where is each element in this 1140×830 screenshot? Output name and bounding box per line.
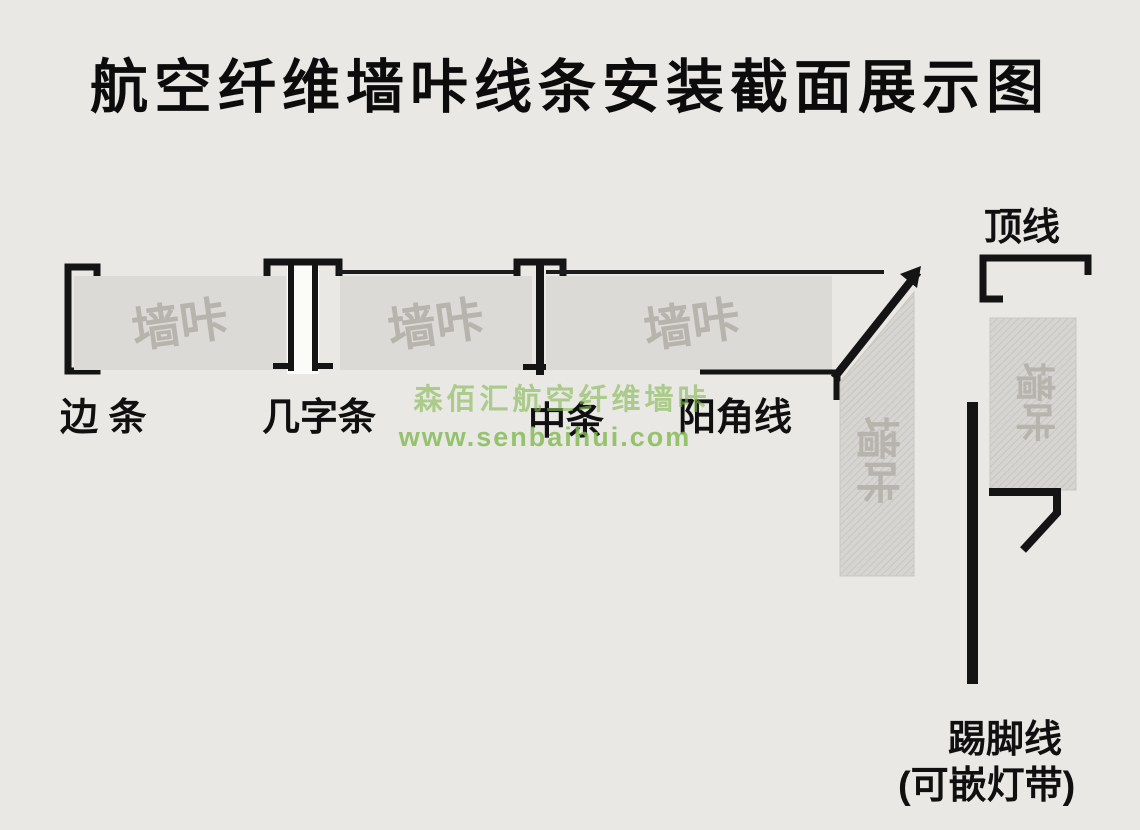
label-ji-strip: 几字条: [262, 397, 377, 439]
label-crown-line: 顶线: [984, 207, 1061, 249]
wall-panel-2: [340, 276, 532, 370]
crown-wall-panel: [989, 317, 1077, 491]
wall-panel-watermark: 墙咔: [1012, 362, 1056, 442]
label-outer-corner: 阳角线: [678, 397, 793, 439]
wall-panel-watermark: 墙咔: [641, 293, 743, 359]
label-edge-strip: 边 条: [60, 397, 147, 439]
wall-panel-1: [74, 276, 286, 370]
outer-corner-profile: [830, 269, 922, 381]
vertical-wall-panel: [839, 290, 915, 577]
crown-line-profile: [979, 254, 1092, 303]
wall-panel-watermark: 墙咔: [385, 293, 487, 359]
wall-panel-3: [546, 276, 832, 370]
page-title: 航空纤维墙咔线条安装截面展示图: [89, 55, 1050, 120]
skirting-line-profile: [989, 488, 1061, 553]
wall-line: [967, 402, 978, 684]
label-middle-strip: 中条: [528, 401, 605, 443]
website-watermark: www.senbaihui.com: [398, 422, 692, 452]
corner-arrow-icon: [900, 266, 921, 288]
wall-panel-watermark: 墙咔: [129, 293, 231, 359]
label-skirting-line: 踢脚线: [948, 719, 1063, 761]
ji-strip-profile: [263, 258, 343, 371]
brand-watermark: 森佰汇航空纤维墙咔: [413, 384, 711, 416]
label-skirting-note: (可嵌灯带): [898, 765, 1076, 807]
wall-panel-watermark: 墙咔: [852, 416, 901, 504]
